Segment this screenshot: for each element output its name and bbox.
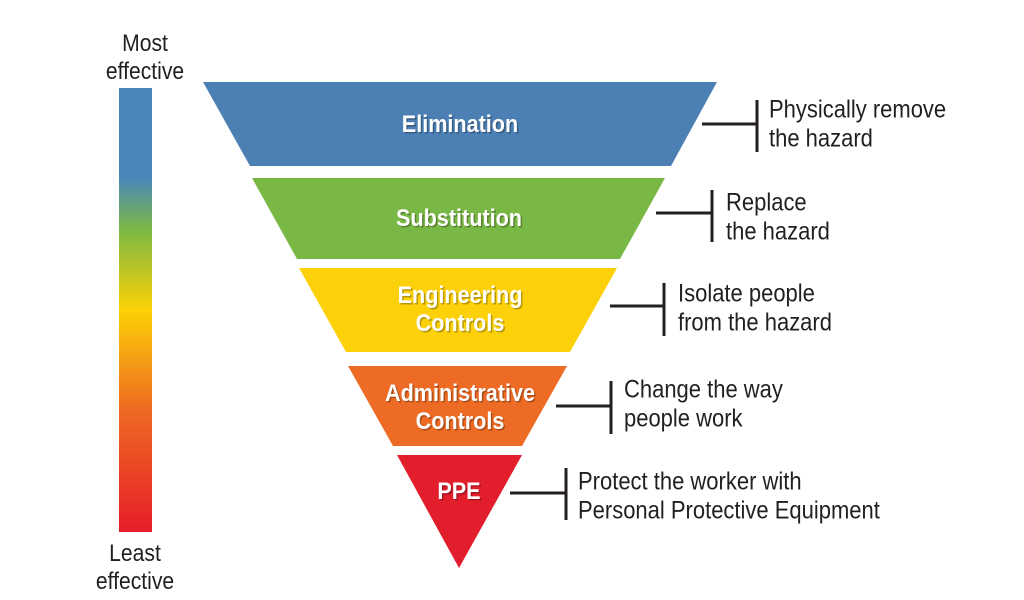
level-band-administrative-controls <box>348 366 567 446</box>
level-description-substitution: Replace <box>726 188 807 216</box>
level-description-ppe: Protect the worker with <box>578 467 802 495</box>
level-description-ppe: Personal Protective Equipment <box>578 496 880 524</box>
level-description-elimination: Physically remove <box>769 95 946 123</box>
most-effective-label: Most effective <box>83 30 206 86</box>
level-band-elimination <box>203 82 717 166</box>
level-engineering-controls: EngineeringEngineeringControlsControlsIs… <box>299 268 832 352</box>
level-description-administrative-controls: people work <box>624 404 743 432</box>
level-label-ppe: PPE <box>437 477 480 504</box>
level-band-ppe <box>397 455 522 568</box>
level-description-administrative-controls: Change the way <box>624 375 783 403</box>
level-label-substitution: Substitution <box>396 204 522 231</box>
level-label-shadow: Administrative <box>386 380 536 407</box>
level-label-shadow: Elimination <box>403 111 519 138</box>
level-description-engineering-controls: Isolate people <box>678 279 815 307</box>
level-administrative-controls: AdministrativeAdministrativeControlsCont… <box>348 366 783 446</box>
level-description-engineering-controls: from the hazard <box>678 308 832 336</box>
level-label-administrative-controls: Controls <box>416 407 505 434</box>
level-description-elimination: the hazard <box>769 124 873 152</box>
level-label-engineering-controls: Engineering <box>398 281 523 308</box>
level-label-shadow: PPE <box>439 478 482 505</box>
level-label-shadow: Controls <box>417 408 506 435</box>
level-label-elimination: Elimination <box>402 110 518 137</box>
most-effective-line-2: effective <box>105 58 185 85</box>
level-band-substitution <box>252 178 665 259</box>
most-effective-line-1: Most <box>122 30 168 57</box>
level-label-engineering-controls: Controls <box>416 309 505 336</box>
least-effective-line-1: Least <box>109 540 161 567</box>
level-label-shadow: Substitution <box>398 205 524 232</box>
level-label-administrative-controls: Administrative <box>385 379 535 406</box>
effectiveness-gradient-bar <box>119 88 152 532</box>
level-band-engineering-controls <box>299 268 617 352</box>
least-effective-line-2: effective <box>95 568 175 595</box>
level-description-substitution: the hazard <box>726 217 830 245</box>
least-effective-label: Least effective <box>73 540 196 596</box>
level-label-shadow: Engineering <box>399 282 524 309</box>
level-label-shadow: Controls <box>417 310 506 337</box>
